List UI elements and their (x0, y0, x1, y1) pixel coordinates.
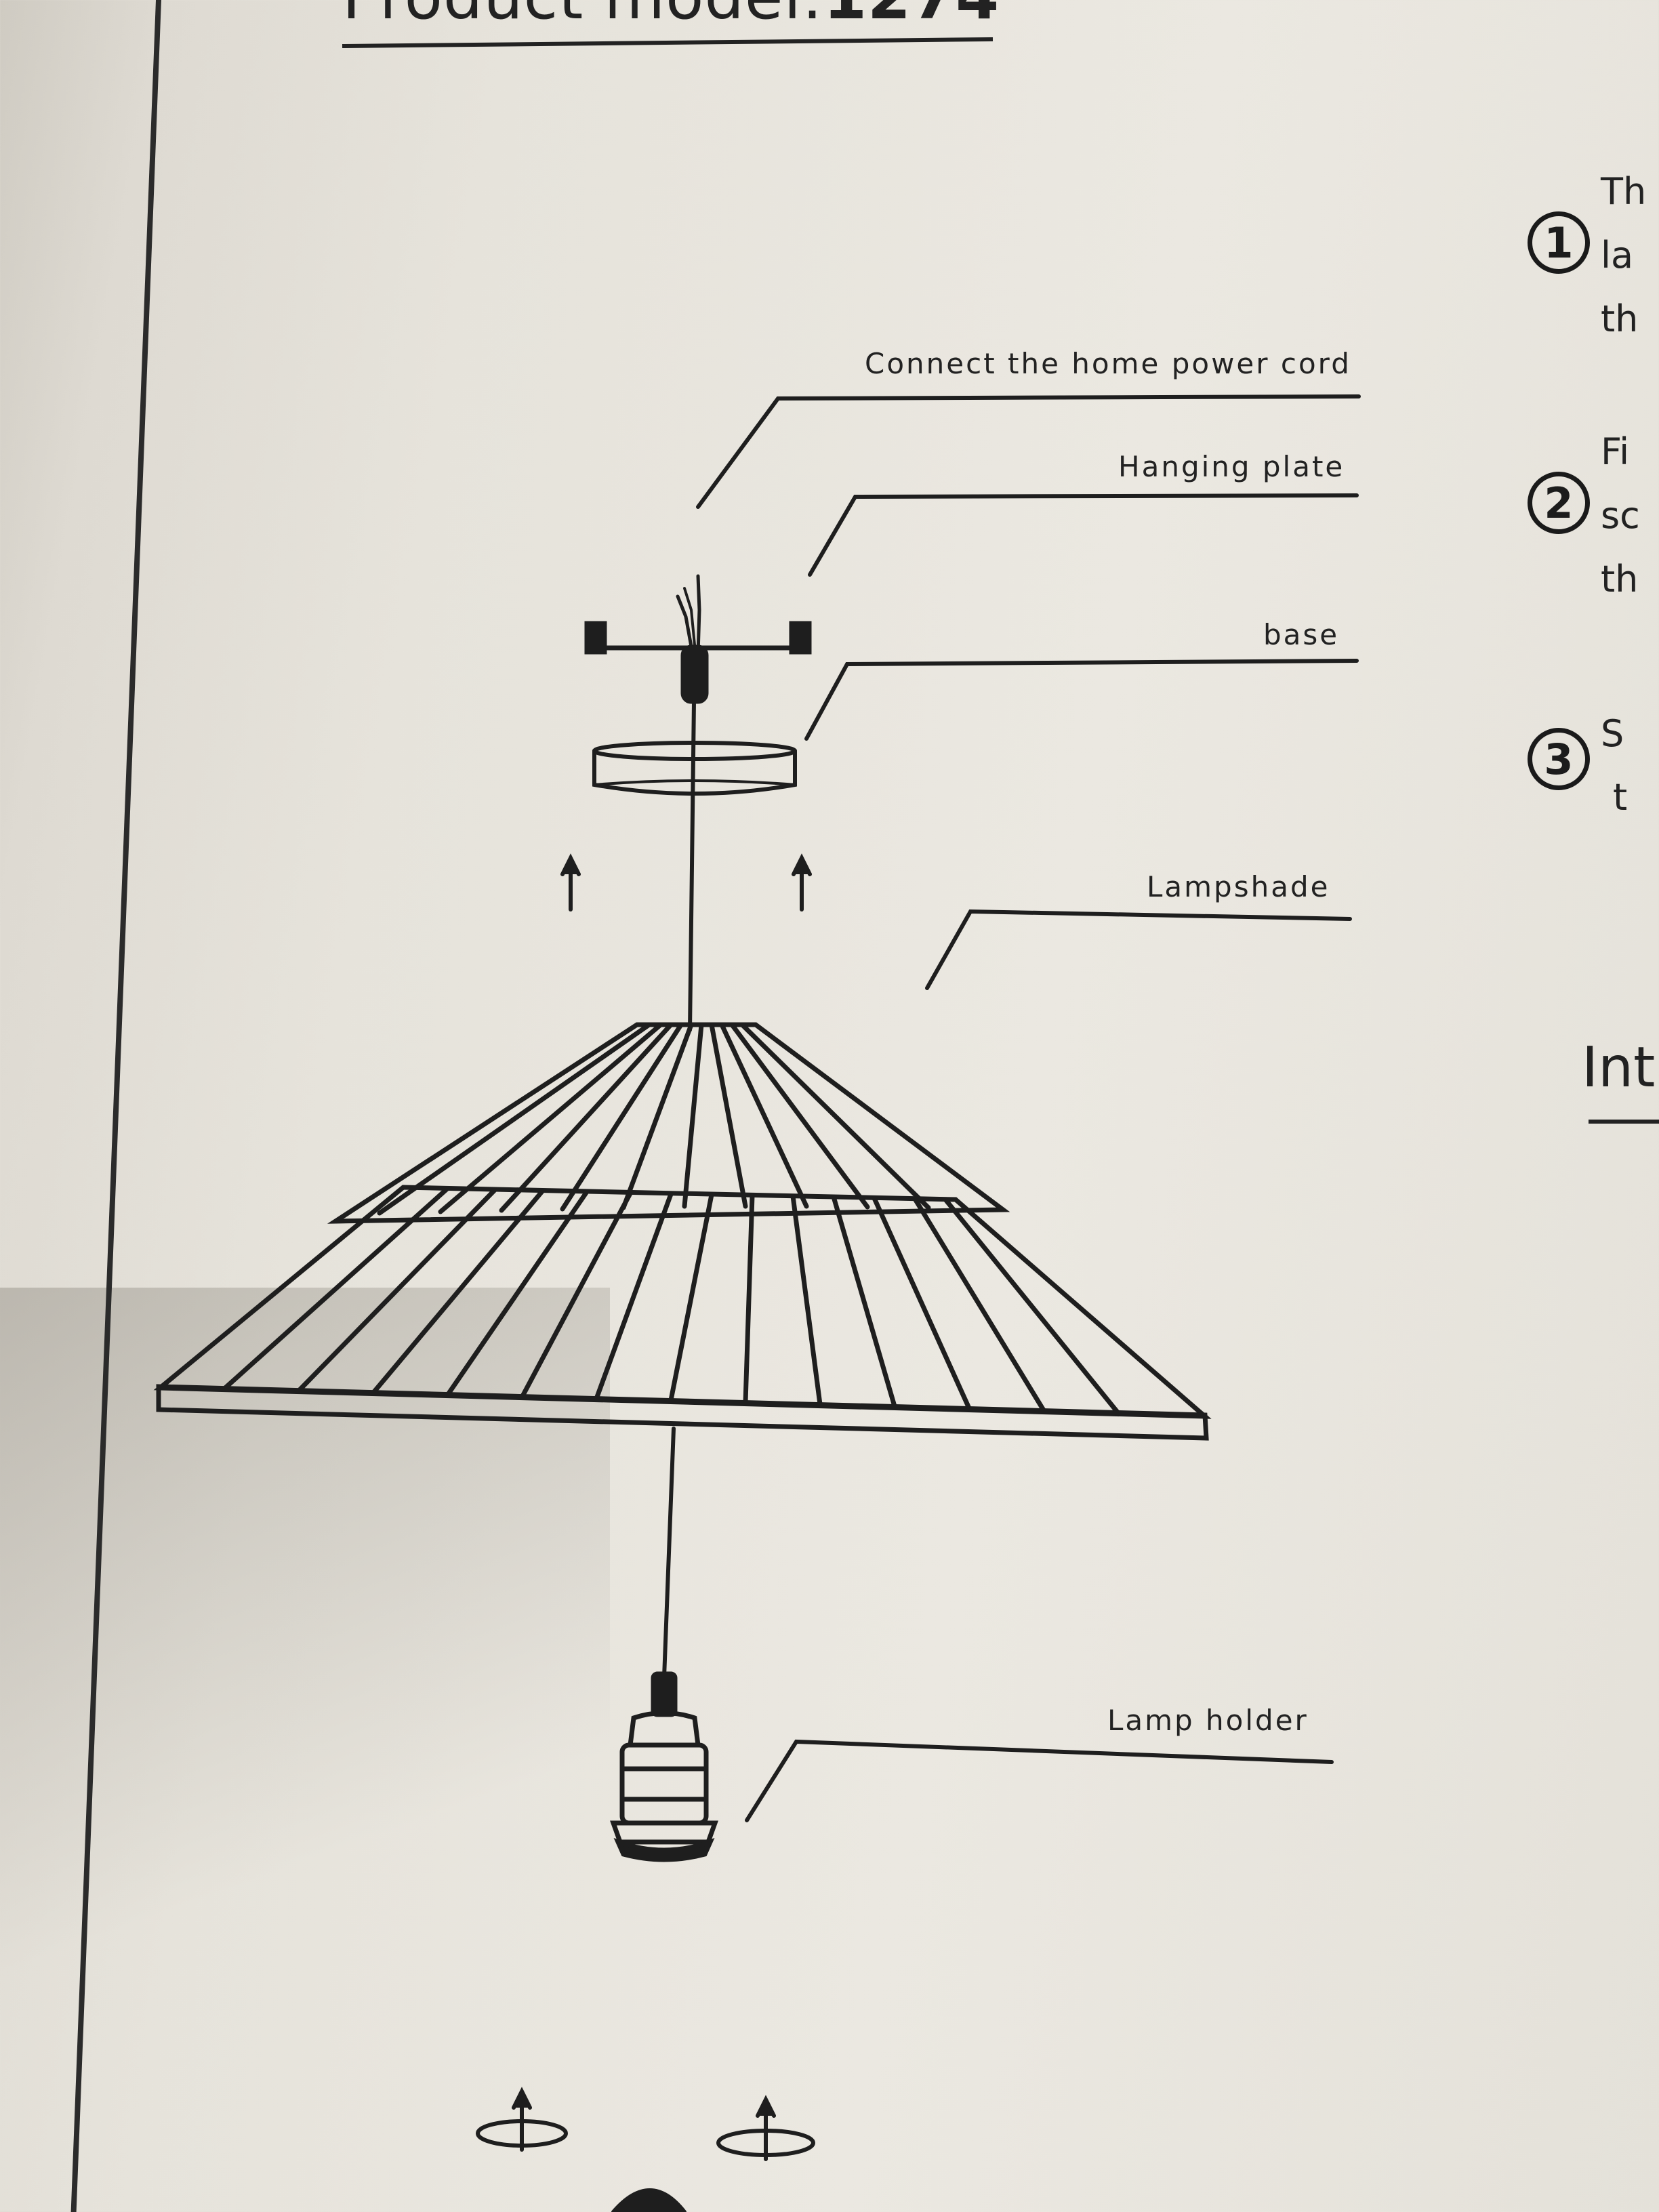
hanging-plate (584, 574, 812, 704)
step-2-line-1: Fi (1601, 430, 1630, 473)
lamp-holder (610, 1671, 718, 1862)
step-3-line-2: t (1613, 776, 1628, 819)
leader-hanging-plate (808, 493, 1359, 577)
label-lampshade: Lampshade (1147, 870, 1330, 903)
step-1-text: Th la th (1601, 160, 1646, 351)
leader-base (804, 659, 1359, 741)
label-hanging-plate: Hanging plate (1118, 450, 1345, 483)
leader-lampshade (925, 909, 1352, 990)
step-1-line-1: Th (1601, 170, 1647, 213)
step-1: 1 Th la th (1528, 160, 1646, 351)
section-heading: Int (1582, 1036, 1656, 1100)
up-arrow-right (792, 853, 812, 912)
product-model-heading: Product model:1274 (342, 0, 1000, 33)
section-heading-underline (1589, 1120, 1659, 1124)
label-lamp-holder: Lamp holder (1107, 1704, 1309, 1737)
bottom-parts (476, 2087, 815, 2212)
step-3-number: 3 (1528, 728, 1590, 790)
leader-lamp-holder (745, 1739, 1334, 1822)
step-3-line-1: S (1601, 712, 1624, 755)
step-2-line-2: sc (1601, 494, 1640, 537)
lower-cord (662, 1427, 676, 1679)
product-model-prefix: Product model: (342, 0, 823, 33)
lampshade-lower-tier (153, 1185, 1212, 1419)
lampshade-upper-tier (327, 1022, 1010, 1224)
leader-power-cord (696, 394, 1361, 509)
step-1-line-2: la (1601, 234, 1634, 276)
step-2-number: 2 (1528, 472, 1590, 534)
step-2-line-3: th (1601, 558, 1639, 600)
product-model-number: 1274 (823, 0, 1000, 33)
step-1-number: 1 (1528, 211, 1590, 274)
label-power-cord: Connect the home power cord (865, 347, 1351, 380)
lampshade-rim (156, 1384, 1209, 1441)
step-1-line-3: th (1601, 298, 1639, 340)
step-2: 2 Fi sc th (1528, 420, 1640, 611)
base-canopy (592, 741, 797, 796)
up-arrow-left (560, 853, 581, 912)
power-cord (688, 699, 696, 1032)
label-base: base (1263, 618, 1340, 651)
step-2-text: Fi sc th (1601, 420, 1640, 611)
